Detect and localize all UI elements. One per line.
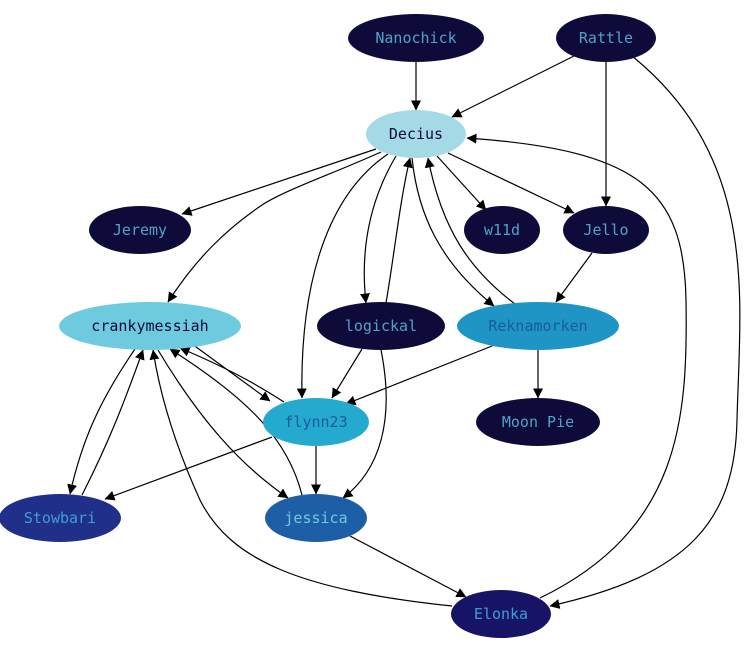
edges-layer [67,55,741,609]
node-shape [476,398,600,446]
node-label: Reknamorken [488,317,587,335]
edge-decius-to-jeremy [181,148,377,216]
edge-decius-to-jello [447,152,575,214]
node-decius: Decius [366,110,466,158]
edge-jessica-to-elonka [349,535,467,598]
node-flynn23: flynn23 [263,398,369,446]
node-shape [0,494,121,542]
node-label: Decius [389,125,443,143]
node-label: Rattle [579,29,633,47]
edge-elonka-to-decius [466,133,687,599]
node-shape [556,14,656,62]
edge-logickal-to-jessica [342,349,387,499]
edge-decius-to-crankymessiah [167,151,382,303]
node-shape [563,206,649,254]
edge-reknamorken-to-decius [424,157,516,305]
edge-crankymessiah-to-stowbari [67,348,136,495]
node-label: logickal [345,317,417,335]
node-jeremy: Jeremy [89,206,191,254]
node-crankymessiah: crankymessiah [59,302,241,350]
node-shape [348,14,484,62]
node-shape [263,398,369,446]
node-shape [265,494,367,542]
node-label: Nanochick [375,29,456,47]
node-logickal: logickal [317,302,445,350]
node-label: jessica [284,509,347,527]
edge-logickal-to-flynn23 [331,348,363,399]
node-jello: Jello [563,206,649,254]
node-shape [317,302,445,350]
edge-flynn23-to-crankymessiah [179,347,285,403]
edge-rattle-to-elonka [549,55,741,609]
edge-decius-to-w11d [436,155,487,211]
edge-decius-to-flynn23 [296,153,389,399]
edge-jello-to-reknamorken [555,252,593,303]
node-moonpie: Moon Pie [476,398,600,446]
node-shape [457,302,619,350]
node-jessica: jessica [265,494,367,542]
node-label: crankymessiah [91,317,208,335]
node-shape [59,302,241,350]
node-rattle: Rattle [556,14,656,62]
edge-stowbari-to-crankymessiah [81,349,145,496]
node-shape [366,110,466,158]
node-reknamorken: Reknamorken [457,302,619,350]
edge-rattle-to-decius [451,55,575,118]
edge-crankymessiah-to-jessica [157,349,289,499]
node-stowbari: Stowbari [0,494,121,542]
node-elonka: Elonka [451,590,551,638]
edge-reknamorken-to-flynn23 [345,345,493,406]
node-shape [89,206,191,254]
node-shape [451,590,551,638]
node-shape [464,206,540,254]
edge-flynn23-to-stowbari [104,436,273,501]
node-label: Moon Pie [502,413,574,431]
edge-jessica-to-crankymessiah [169,348,303,496]
node-label: Stowbari [24,509,96,527]
edge-logickal-to-decius [385,157,413,304]
node-label: w11d [484,221,520,239]
node-label: flynn23 [284,413,347,431]
node-label: Jello [583,221,628,239]
edge-elonka-to-crankymessiah [149,349,453,607]
edge-crankymessiah-to-flynn23 [191,343,271,402]
node-w11d: w11d [464,206,540,254]
node-nanochick: Nanochick [348,14,484,62]
node-label: Jeremy [113,221,167,239]
node-label: Elonka [474,605,528,623]
edge-decius-to-reknamorken [411,157,495,307]
edge-decius-to-logickal [359,155,397,304]
